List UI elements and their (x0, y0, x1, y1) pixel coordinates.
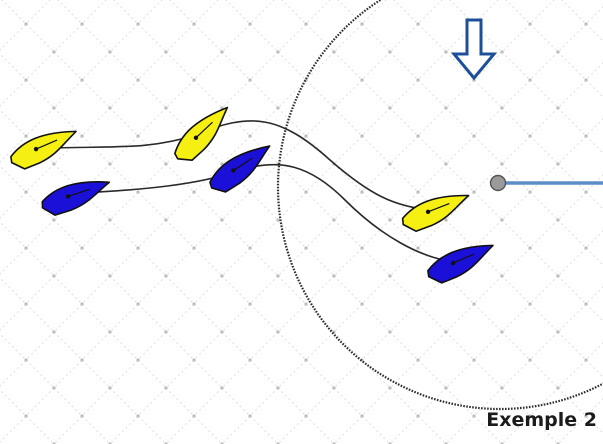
boom-line (195, 121, 213, 139)
buoy-icon (489, 174, 507, 192)
boom-line (427, 203, 450, 213)
sailboat-hull-icon (41, 181, 111, 216)
boat-blue-3 (427, 244, 494, 284)
boat-yellow-2 (174, 106, 229, 162)
boom-line (35, 139, 58, 150)
boom-line (452, 253, 475, 264)
mast-dot (425, 209, 431, 215)
sailboat-hull-icon (174, 106, 229, 162)
boat-yellow-1 (10, 130, 77, 170)
zone-circle (276, 0, 603, 411)
boom-line (67, 188, 90, 197)
sailboat-hull-icon (401, 194, 470, 233)
diagram-caption: Exemple 2 (486, 409, 597, 431)
arrow-down-outline-icon (450, 18, 498, 81)
boom-line (233, 157, 253, 171)
boat-blue-1 (41, 181, 111, 216)
sailboat-hull-icon (427, 244, 494, 284)
boat-blue-2 (209, 145, 271, 193)
blue-track (79, 163, 456, 263)
yellow-track (54, 120, 433, 211)
sailboat-hull-icon (209, 145, 271, 193)
boat-yellow-3 (401, 194, 470, 233)
sailboat-hull-icon (10, 130, 77, 170)
